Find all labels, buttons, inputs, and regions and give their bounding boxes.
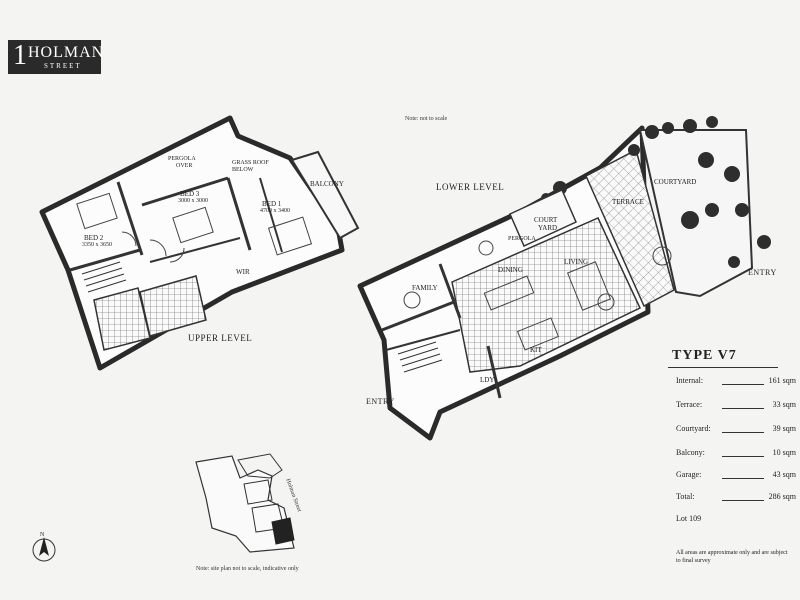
upper-level-plan <box>39 115 360 371</box>
site-plan <box>195 453 295 553</box>
room-label-entry-right: ENTRY <box>748 268 777 277</box>
area-value: 161 sqm <box>768 376 796 385</box>
area-leader-line <box>722 384 764 385</box>
area-value: 10 sqm <box>772 448 796 457</box>
room-label-living: LIVING <box>564 258 589 266</box>
area-leader-line <box>722 500 764 501</box>
area-leader-line <box>722 408 764 409</box>
area-value: 43 sqm <box>772 470 796 479</box>
room-label-terrace: TERRACE <box>612 198 644 206</box>
room-label-wir: WIR <box>236 268 250 276</box>
room-label-grass-roof: GRASS ROOF <box>232 160 269 166</box>
area-leader-line <box>722 432 764 433</box>
lot-number: Lot 109 <box>676 514 702 523</box>
room-label-courtyard: COURTYARD <box>654 178 697 186</box>
area-row: Terrace: 33 sqm <box>676 400 796 412</box>
room-label-bed3-size: 3000 x 3000 <box>178 198 208 204</box>
area-row: Balcony: 10 sqm <box>676 448 796 460</box>
site-plan-note: Note: site plan not to scale, indicative… <box>196 566 299 572</box>
scale-note: Note: not to scale <box>405 116 448 122</box>
room-label-upper-pergola-sub: OVER <box>176 163 193 169</box>
room-label-bed2: BED 2 <box>84 234 104 242</box>
area-value: 286 sqm <box>768 492 796 501</box>
room-label-bed1-size: 4700 x 3400 <box>260 208 290 214</box>
area-label: Terrace: <box>676 400 703 409</box>
lower-level-label: LOWER LEVEL <box>436 182 505 192</box>
area-label: Total: <box>676 492 695 501</box>
area-row: Courtyard: 39 sqm <box>676 424 796 436</box>
area-label: Courtyard: <box>676 424 711 433</box>
room-label-court-yard: YARD <box>538 224 558 232</box>
area-row: Internal: 161 sqm <box>676 376 796 388</box>
area-row: Total: 286 sqm <box>676 492 796 504</box>
title-divider <box>668 367 778 368</box>
area-disclaimer: All areas are approximate only and are s… <box>676 550 788 564</box>
room-label-bed2-size: 3350 x 3650 <box>82 242 112 248</box>
room-label-balcony: BALCONY <box>310 180 344 188</box>
room-label-kit: KIT <box>530 346 542 354</box>
room-label-family: FAMILY <box>412 284 438 292</box>
area-label: Balcony: <box>676 448 705 457</box>
area-leader-line <box>722 478 764 479</box>
room-label-ldy: LDY <box>480 376 495 384</box>
room-label-grass-roof-sub: BELOW <box>232 167 254 173</box>
unit-type-title: TYPE V7 <box>672 348 737 363</box>
room-label-bed1: BED 1 <box>262 200 282 208</box>
area-value: 33 sqm <box>772 400 796 409</box>
upper-level-label: UPPER LEVEL <box>188 333 253 343</box>
north-letter: N <box>40 532 45 538</box>
area-leader-line <box>722 456 764 457</box>
room-label-lower-pergola: PERGOLA <box>508 236 536 242</box>
area-label: Garage: <box>676 470 702 479</box>
lower-level-plan <box>357 116 771 441</box>
room-label-upper-pergola: PERGOLA <box>168 156 196 162</box>
area-value: 39 sqm <box>772 424 796 433</box>
room-label-court: COURT <box>534 216 558 224</box>
area-row: Garage: 43 sqm <box>676 470 796 482</box>
room-label-entry-left: ENTRY <box>366 397 395 406</box>
room-label-dining: DINING <box>498 266 523 274</box>
room-label-bed3: BED 3 <box>180 190 200 198</box>
holman-street-logo: 1 HOLMAN STREET <box>8 40 103 74</box>
area-label: Internal: <box>676 376 704 385</box>
north-arrow <box>32 537 56 562</box>
